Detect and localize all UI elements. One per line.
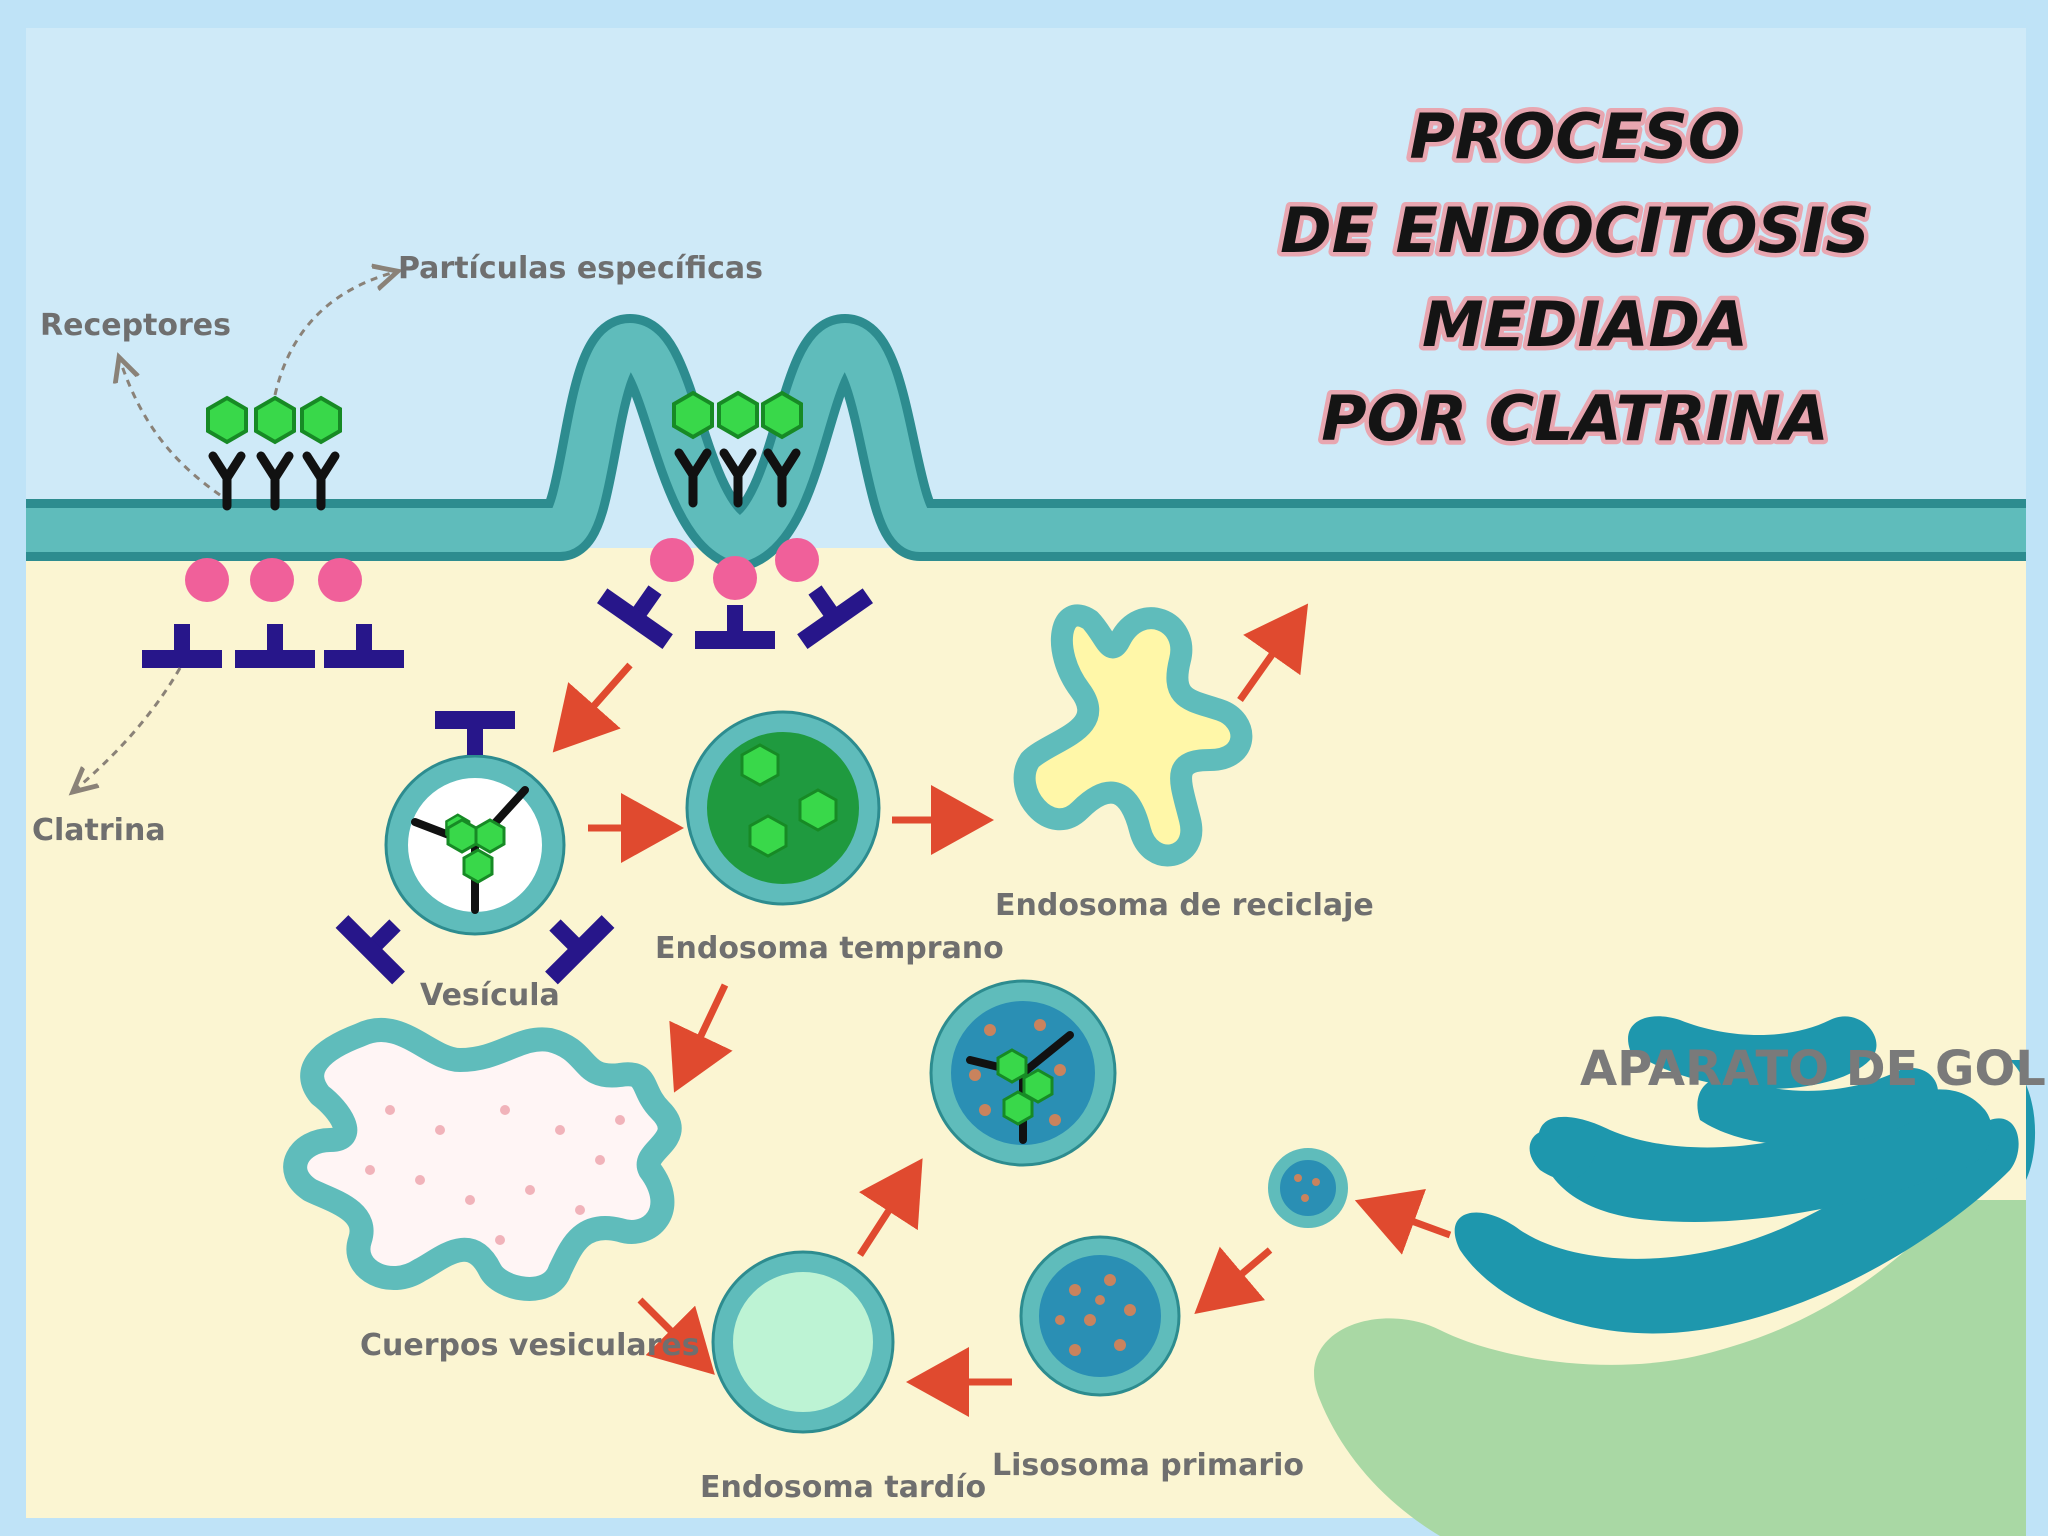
- arrow-late-to-secondary: [857, 1158, 923, 1257]
- label-lisosoma-primario: Lisosoma primario: [992, 1448, 1304, 1483]
- extracellular-space: [26, 28, 2026, 548]
- label-particulas: Partículas específicas: [398, 251, 763, 286]
- early-endosome: [685, 710, 881, 906]
- label-endosoma-tardio: Endosoma tardío: [700, 1470, 986, 1505]
- clatrina-pointer: [75, 667, 182, 790]
- label-clatrina: Clatrina: [32, 813, 166, 848]
- receptores-pointer: [120, 360, 221, 497]
- multivesicular-body: [283, 1017, 682, 1301]
- arrow-mvb-to-late: [637, 1297, 715, 1375]
- golgi-apparatus: [1314, 1016, 2036, 1536]
- adaptor-proteins-left: [185, 558, 362, 602]
- title-line-4: POR CLATRINA: [1321, 382, 1829, 455]
- ligand-particles-left: [206, 396, 342, 444]
- arrow-pit-to-vesicle: [552, 662, 633, 753]
- vesicle: [335, 711, 615, 985]
- label-endosoma-reciclaje: Endosoma de reciclaje: [995, 888, 1374, 923]
- flow-arrows: [552, 603, 1452, 1417]
- primary-lysosome: [1019, 1235, 1181, 1397]
- golgi-vesicle: [1268, 1148, 1348, 1228]
- arrow-golgi-to-vesicle: [1354, 1188, 1452, 1255]
- title-block: PROCESO DE ENDOCITOSIS MEDIADA POR CLATR…: [1276, 96, 1875, 460]
- arrow-golgivesicle-to-primary: [1194, 1246, 1273, 1315]
- title-line-1: PROCESO: [1409, 100, 1740, 173]
- recycling-endosome: [1013, 604, 1253, 867]
- clathrin-left: [142, 624, 404, 668]
- arrow-early-to-mvb: [669, 983, 733, 1093]
- late-endosome: [711, 1250, 895, 1434]
- title-line-2: DE ENDOCITOSIS: [1280, 194, 1870, 267]
- arrow-recycling-to-membrane: [1237, 603, 1309, 703]
- label-vesicula: Vesícula: [420, 978, 560, 1013]
- secondary-lysosome: [929, 979, 1117, 1167]
- label-receptores: Receptores: [40, 308, 231, 343]
- adaptor-proteins-pit: [650, 538, 819, 600]
- label-cuerpos-vesiculares: Cuerpos vesiculares: [360, 1328, 700, 1363]
- label-aparato-golgi: APARATO DE GOLGI: [1580, 1041, 2048, 1097]
- plasma-membrane-core: [26, 323, 2026, 562]
- particulas-pointer: [273, 272, 395, 396]
- ligand-particles-pit: [672, 391, 803, 439]
- label-endosoma-temprano: Endosoma temprano: [655, 931, 1004, 966]
- title-line-3: MEDIADA: [1422, 288, 1748, 361]
